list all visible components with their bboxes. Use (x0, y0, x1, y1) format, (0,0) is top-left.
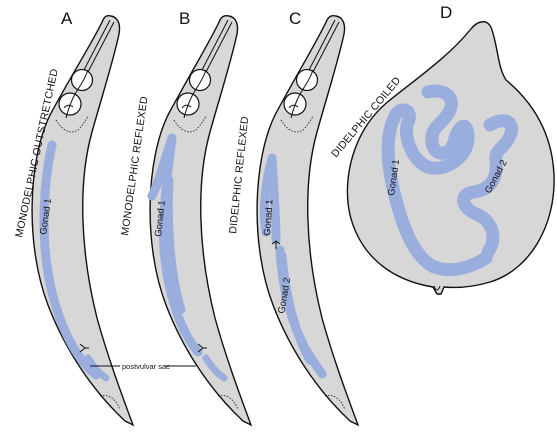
postvulvar-sac-a (84, 354, 110, 382)
vulva-mark-a (79, 343, 89, 353)
rectum-b (217, 395, 239, 411)
postvulvar-sac-b (202, 354, 228, 382)
esophageal-junction-b (173, 115, 207, 133)
vulva-mark-b (197, 343, 207, 353)
rectum-c (324, 395, 346, 411)
esophageal-junction-a (55, 115, 89, 133)
gonad1-c (259, 153, 281, 245)
panel-label-b: MONODELPHIC REFLEXED (119, 95, 150, 236)
gonad1-label-b: Gonad 1 (153, 200, 168, 237)
nematode-body-c (256, 14, 360, 427)
pharynx-b (176, 19, 233, 119)
gonad1-label-d: Gonad 1 (386, 159, 402, 197)
gonad1-label-a: Gonad 1 (38, 198, 54, 236)
rectum-a (99, 395, 121, 411)
pharynx-a (58, 19, 115, 119)
panel-label-c: DIDELPHIC REFLEXED (227, 116, 251, 235)
gonad2-d (457, 114, 518, 259)
panel-letter-c: C (289, 9, 301, 28)
gonad-b-return (165, 176, 186, 314)
panel-letter-d: D (440, 3, 452, 22)
gonad2-c (275, 245, 327, 379)
postvulvar-sac-label: postvulvar sac (122, 362, 170, 371)
vulva-mark-d (433, 285, 441, 291)
gonad1-label-c: Gonad 1 (262, 199, 276, 236)
panel-c: C DIDELPHIC REFLEXED Gonad 1 Gonad 2 (227, 9, 360, 427)
gonad1-d (381, 84, 493, 277)
panel-a: A MONODELPHIC OUTSTRETCHED Gonad 1 (13, 9, 135, 427)
vulva-mark-c (271, 240, 281, 249)
gonad-a (39, 140, 101, 380)
pharynx-c (283, 19, 340, 119)
postvulvar-sac-callout: postvulvar sac (90, 362, 196, 371)
panel-letter-a: A (61, 9, 73, 28)
panel-d: D DIDELPHIC COILED Gonad 1 Gonad 2 (329, 3, 555, 295)
gonad-b (147, 133, 203, 357)
esophageal-junction-c (280, 115, 314, 133)
panel-letter-b: B (179, 9, 190, 28)
nematode-body-b (149, 14, 253, 427)
